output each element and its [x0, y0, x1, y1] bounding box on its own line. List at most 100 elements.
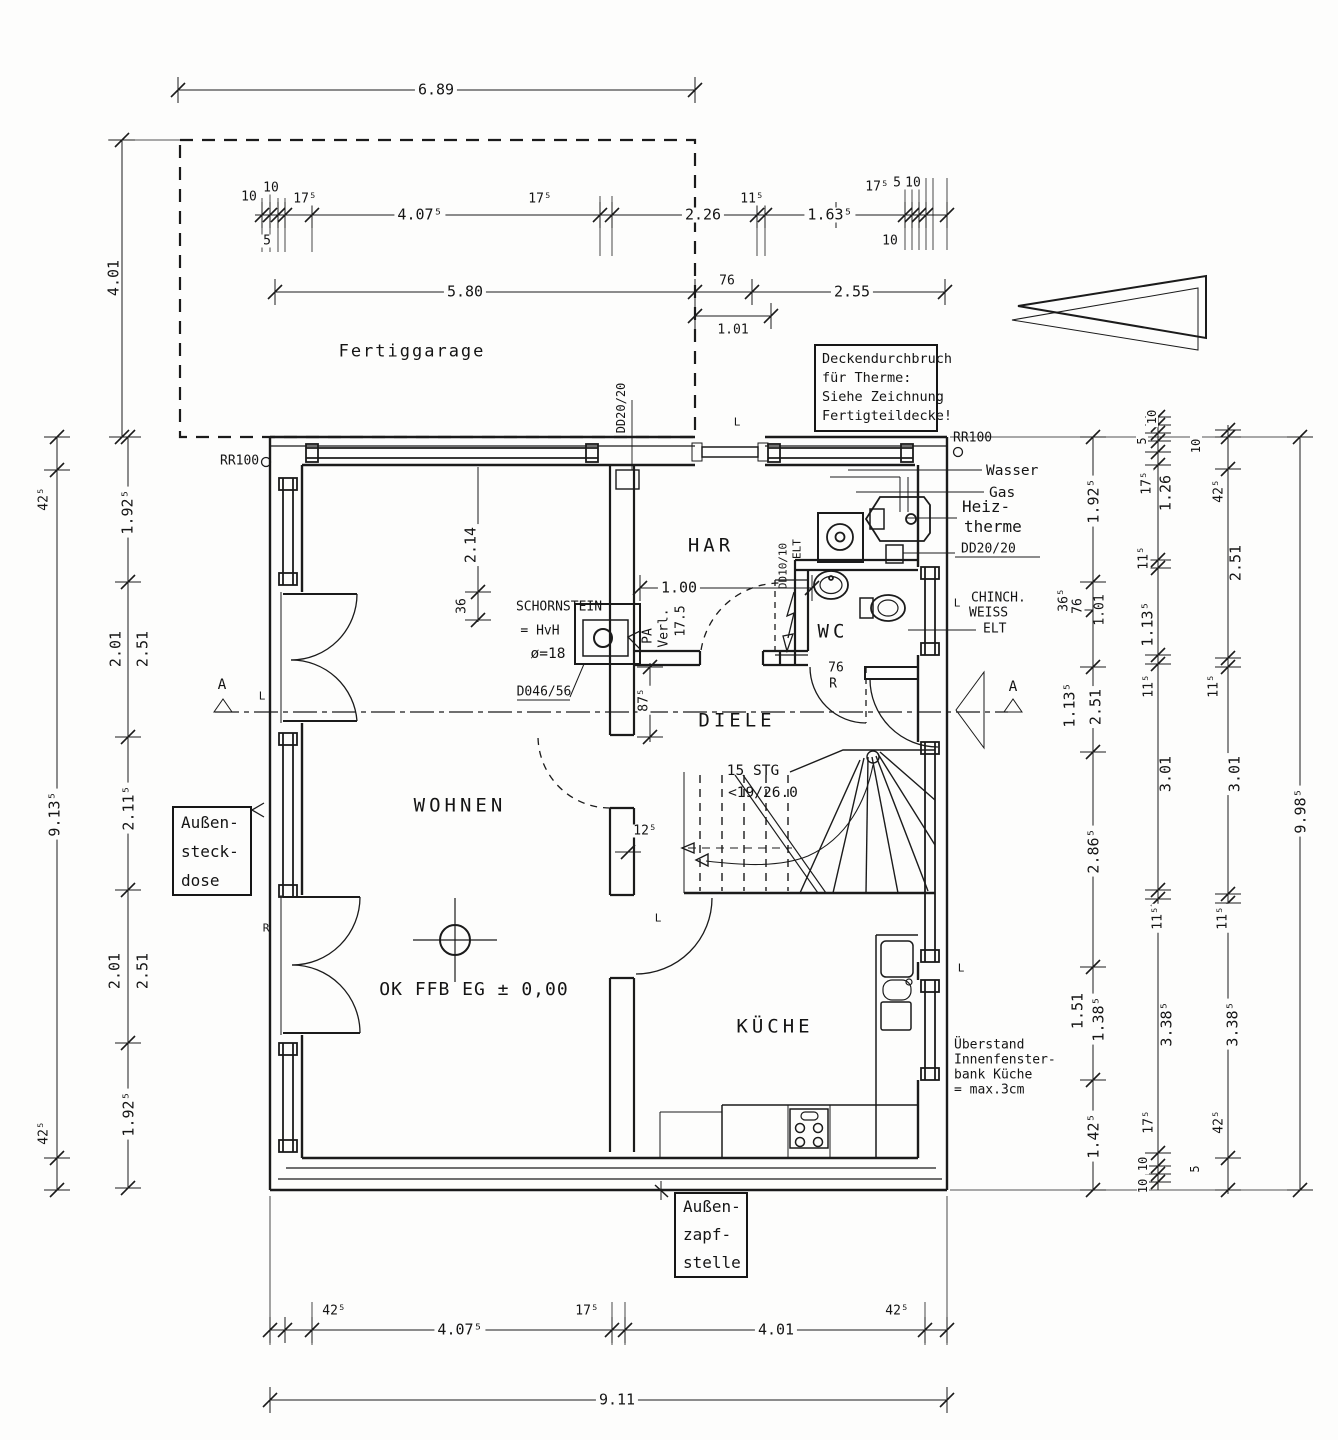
dim-label: 2.01	[106, 949, 124, 993]
dim-label: 4.01	[105, 256, 123, 300]
dim-label: 2.01	[107, 627, 125, 671]
hinge-label: L	[258, 689, 266, 703]
note-line: Deckendurchbruch	[822, 351, 953, 367]
dim-label: 5	[890, 176, 904, 190]
deckendurchbruch-note: Deckendurchbruch für Therme: Siehe Zeich…	[814, 344, 953, 432]
aussenzapfstelle-note: Außen- zapf- stelle	[674, 1192, 748, 1278]
dim-label: 4.07⁵	[434, 1322, 486, 1338]
dim-label: 2.11⁵	[120, 782, 138, 834]
dim-label: 1.00	[657, 580, 701, 596]
schornstein-note: ø=18	[530, 645, 566, 662]
hinge-label: L	[654, 911, 662, 925]
chimney-ref-label: D046/56	[516, 684, 572, 700]
dim-label: 1.01	[714, 323, 752, 337]
interior-walls	[608, 465, 919, 1152]
dim-label: 2.51	[1087, 685, 1105, 729]
elt-shaft	[774, 579, 808, 656]
dim-label: 42⁵	[882, 1304, 912, 1318]
section-marker-a-left: A	[217, 676, 227, 693]
dim-label: 5	[260, 234, 274, 248]
dim-label: 11⁵	[1142, 671, 1157, 701]
dim-label: 1.01	[1093, 591, 1108, 629]
rr100-label-left: RR100	[220, 453, 260, 469]
dim-label: 17⁵	[1142, 1107, 1157, 1137]
ueberstand-note: bank Küche	[954, 1067, 1033, 1083]
dim-label: 42⁵	[1212, 1107, 1227, 1137]
dim-label: 10	[879, 234, 901, 248]
windows	[278, 443, 940, 1153]
dim-label: 76	[1071, 595, 1086, 617]
dim-label: 42⁵	[37, 1118, 52, 1148]
dim-label: 76	[716, 274, 738, 288]
dim-label: 10	[1136, 1153, 1150, 1175]
dim-label: 5	[1135, 434, 1149, 448]
dim-label: 2.51	[134, 627, 152, 671]
doors	[280, 582, 939, 1035]
dim-label: 1.13⁵	[1139, 598, 1157, 650]
note-line: Außen-	[181, 812, 239, 832]
supply-label-heiztherme: Heiz-	[962, 497, 1011, 516]
supply-label-dd2020: DD20/20	[961, 541, 1016, 557]
dim-label: 1.51	[1069, 989, 1087, 1033]
dim-label: 2.26	[681, 207, 725, 223]
dim-label: 17⁵	[1140, 468, 1155, 498]
pa-label: 17.5	[673, 605, 689, 637]
ueberstand-note: Überstand	[954, 1037, 1025, 1053]
dim-label: 10	[1145, 406, 1159, 428]
stairs-label: 15 STG	[726, 762, 780, 779]
level-symbol	[413, 898, 497, 982]
dim-label: 1.13⁵	[1061, 679, 1079, 731]
ueberstand-note: = max.3cm	[954, 1082, 1025, 1098]
room-label-garage: Fertiggarage	[338, 341, 486, 362]
hinge-label: L	[953, 596, 961, 610]
dim-label: 11⁵	[1151, 903, 1166, 933]
dim-label: 5.80	[443, 284, 487, 300]
supply-label-chinch: CHINCH.	[971, 590, 1026, 606]
dim-label: 10	[238, 190, 260, 204]
note-line: Außen-	[683, 1197, 741, 1216]
room-label-wohnen: WOHNEN	[413, 794, 507, 817]
room-label-diele: DIELE	[698, 709, 776, 732]
hinge-label: R	[262, 921, 270, 935]
dim-label: 2.55	[830, 284, 874, 300]
dim-label: 17⁵	[862, 180, 892, 194]
dim-label: 36⁵	[1057, 585, 1072, 615]
dim-label: 10	[1136, 1175, 1150, 1197]
aussensteckdose-note: Außen- steck- dose	[172, 806, 252, 896]
dim-label: 3.01	[1226, 752, 1244, 796]
front-door	[691, 442, 769, 462]
dim-label: 11⁵	[1137, 543, 1152, 573]
note-line: Siehe Zeichnung	[822, 389, 944, 405]
dim-label: 2.14	[462, 523, 480, 567]
dim-label: 2.51	[134, 949, 152, 993]
level-label: OK FFB EG ± 0,00	[379, 979, 569, 1000]
ueberstand-note: Innenfenster-	[954, 1052, 1056, 1068]
shaft-label: DD10/10	[776, 542, 790, 590]
dim-label: 87⁵	[637, 685, 652, 715]
dim-label: 1.42⁵	[1085, 1110, 1103, 1162]
pa-label: Verl.	[656, 608, 672, 648]
dim-label: 6.89	[414, 82, 458, 98]
dim-label: 42⁵	[319, 1304, 349, 1318]
dim-label: 1.26	[1157, 471, 1175, 515]
wc-door-hinge: R	[829, 676, 837, 692]
dim-label: 10	[902, 176, 924, 190]
note-line: dose	[181, 870, 220, 890]
supply-label-elt: ELT	[983, 621, 1007, 637]
hinge-label: L	[733, 415, 741, 429]
supply-label-gas: Gas	[989, 484, 1016, 501]
wc-door-width: 76	[828, 660, 844, 676]
schornstein-note: = HvH	[520, 623, 560, 639]
hinge-label: L	[957, 961, 965, 975]
exterior-walls	[268, 435, 949, 1192]
dim-label: 11⁵	[1207, 671, 1222, 701]
dim-label: 9.98⁵	[1292, 785, 1310, 837]
dim-label: 5	[1188, 1162, 1202, 1176]
duct-label: DD20/20	[614, 382, 628, 434]
leader-lines	[250, 400, 1040, 1200]
section-line	[213, 670, 1023, 750]
room-label-kueche: KÜCHE	[736, 1015, 814, 1038]
dim-label: 9.13⁵	[46, 788, 64, 840]
dim-label: 11⁵	[1216, 903, 1231, 933]
